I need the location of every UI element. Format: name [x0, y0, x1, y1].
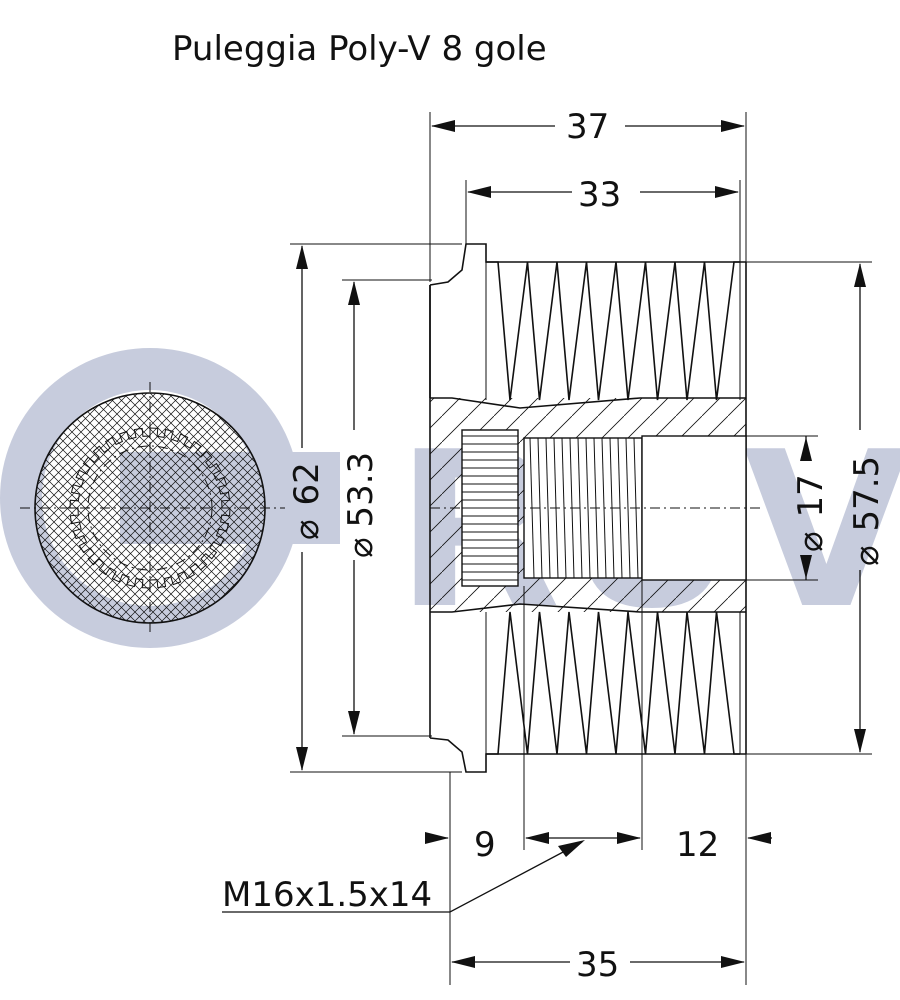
dim-body-width: 35 [451, 945, 745, 985]
thread-line [585, 437, 591, 579]
dim-groove-width: 33 [465, 175, 741, 262]
dim-62-label: ⌀62 [287, 462, 327, 540]
dim-17-label: ⌀17 [791, 474, 831, 552]
dim-groove-diameter: ⌀57.5 [746, 261, 887, 755]
dim-9-label: 9 [474, 825, 496, 865]
thread-callout: M16x1.5x14 [222, 840, 585, 915]
dim-spline-and-counterbore: 9 12 [425, 580, 772, 985]
thread-line [625, 437, 631, 579]
end-view [20, 382, 285, 632]
dim-37-label: 37 [566, 107, 609, 147]
drawing-title: Puleggia Poly-V 8 gole [172, 29, 547, 69]
dim-33-label: 33 [578, 175, 621, 215]
dim-bore-diameter: ⌀17 [746, 435, 831, 581]
dim-35-label: 35 [576, 945, 619, 985]
dim-flange-diameter: ⌀53.3 [341, 279, 432, 737]
dim-12-label: 12 [676, 825, 719, 865]
dim-outer-diameter: ⌀62 [287, 243, 462, 773]
thread-line [545, 437, 551, 579]
dim-57-5-label: ⌀57.5 [847, 456, 887, 566]
thread-label: M16x1.5x14 [222, 875, 432, 915]
pulley-section [429, 243, 760, 773]
dim-overall-width: 37 [429, 107, 747, 282]
dim-53-3-label: ⌀53.3 [341, 452, 381, 558]
